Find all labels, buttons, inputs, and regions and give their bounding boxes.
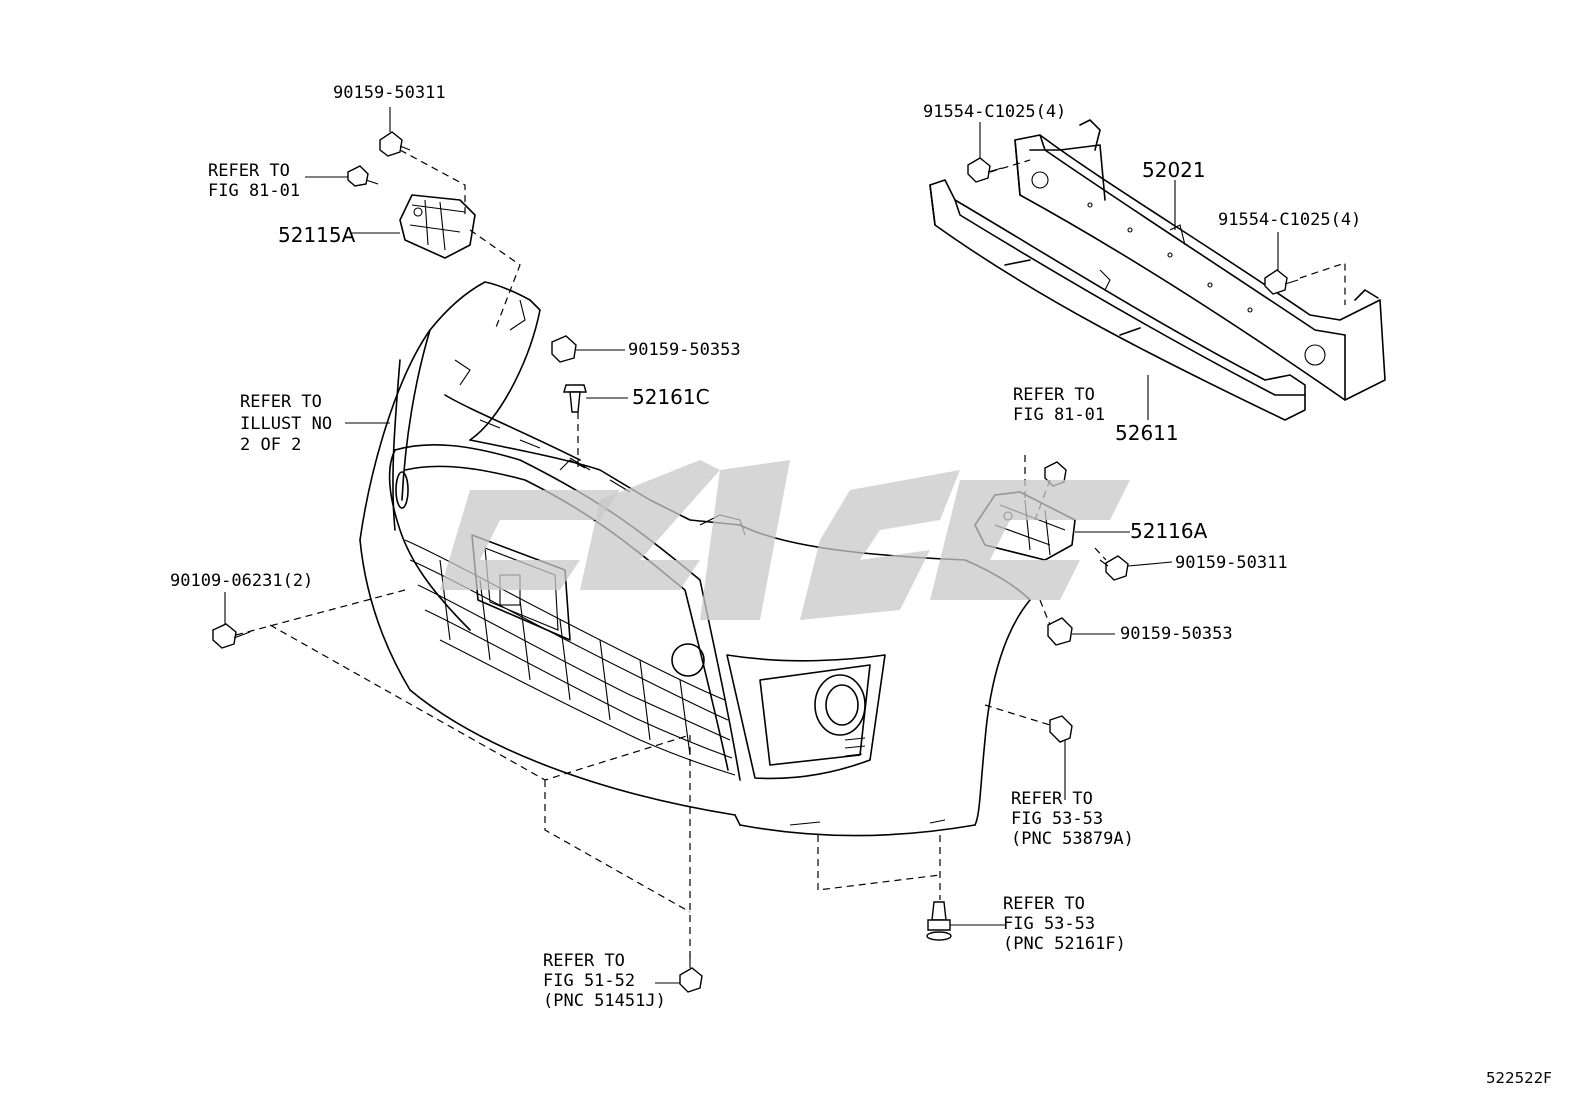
leader-lines — [224, 107, 1279, 984]
label-refer-top-left: REFER TO FIG 81-01 — [208, 161, 300, 201]
assembly-lines — [235, 149, 1346, 960]
part-number-91554-C1025-left: 91554-C1025(4) — [923, 102, 1066, 122]
energy-absorber — [929, 179, 1306, 421]
bracket-left — [399, 194, 476, 259]
part-number-52021: 52021 — [1142, 158, 1206, 182]
refer-line: REFER TO — [240, 392, 322, 412]
clip-icon — [551, 335, 1073, 743]
part-number-91554-C1025-right: 91554-C1025(4) — [1218, 210, 1361, 230]
refer-line: REFER TO — [208, 161, 290, 181]
retainer-icon — [563, 384, 952, 941]
refer-line: FIG 53-53 — [1011, 809, 1103, 829]
refer-line: (PNC 51451J) — [543, 991, 666, 1011]
label-bolt-top: 90159-50311 — [333, 83, 446, 103]
label-refer-right: REFER TO FIG 81-01 — [1013, 385, 1105, 425]
watermark-logo — [440, 460, 1130, 620]
refer-line: FIG 81-01 — [1013, 405, 1105, 425]
refer-line: REFER TO — [543, 951, 625, 971]
refer-line: (PNC 53879A) — [1011, 829, 1134, 849]
label-refer-illust: REFER TO ILLUST NO 2 OF 2 — [240, 392, 332, 455]
diagram-code: 522522F — [1486, 1069, 1552, 1087]
refer-line: REFER TO — [1011, 789, 1093, 809]
part-number-90159-50311-top: 90159-50311 — [333, 83, 446, 103]
part-number-90159-50311-right: 90159-50311 — [1175, 553, 1288, 573]
refer-line: FIG 51-52 — [543, 971, 635, 991]
refer-line: 2 OF 2 — [240, 435, 301, 455]
bumper-reinforcement — [1014, 119, 1386, 401]
label-refer-fog: REFER TO FIG 53-53 (PNC 53879A) — [1011, 789, 1134, 849]
part-number-52116A: 52116A — [1130, 519, 1208, 543]
part-number-90159-50353-right: 90159-50353 — [1120, 624, 1233, 644]
part-number-52115A: 52115A — [278, 223, 356, 247]
refer-line: FIG 81-01 — [208, 181, 300, 201]
refer-line: REFER TO — [1013, 385, 1095, 405]
part-number-90109-06231: 90109-06231(2) — [170, 571, 313, 591]
part-number-52611: 52611 — [1115, 421, 1179, 445]
label-refer-clip: REFER TO FIG 53-53 (PNC 52161F) — [1003, 894, 1126, 954]
label-refer-bottom: REFER TO FIG 51-52 (PNC 51451J) — [543, 951, 666, 1011]
refer-line: (PNC 52161F) — [1003, 934, 1126, 954]
refer-line: FIG 53-53 — [1003, 914, 1095, 934]
bumper-cover — [359, 281, 1031, 837]
part-number-90159-50353-upper: 90159-50353 — [628, 340, 741, 360]
refer-line: REFER TO — [1003, 894, 1085, 914]
part-number-52161C: 52161C — [632, 385, 710, 409]
refer-line: ILLUST NO — [240, 414, 332, 434]
